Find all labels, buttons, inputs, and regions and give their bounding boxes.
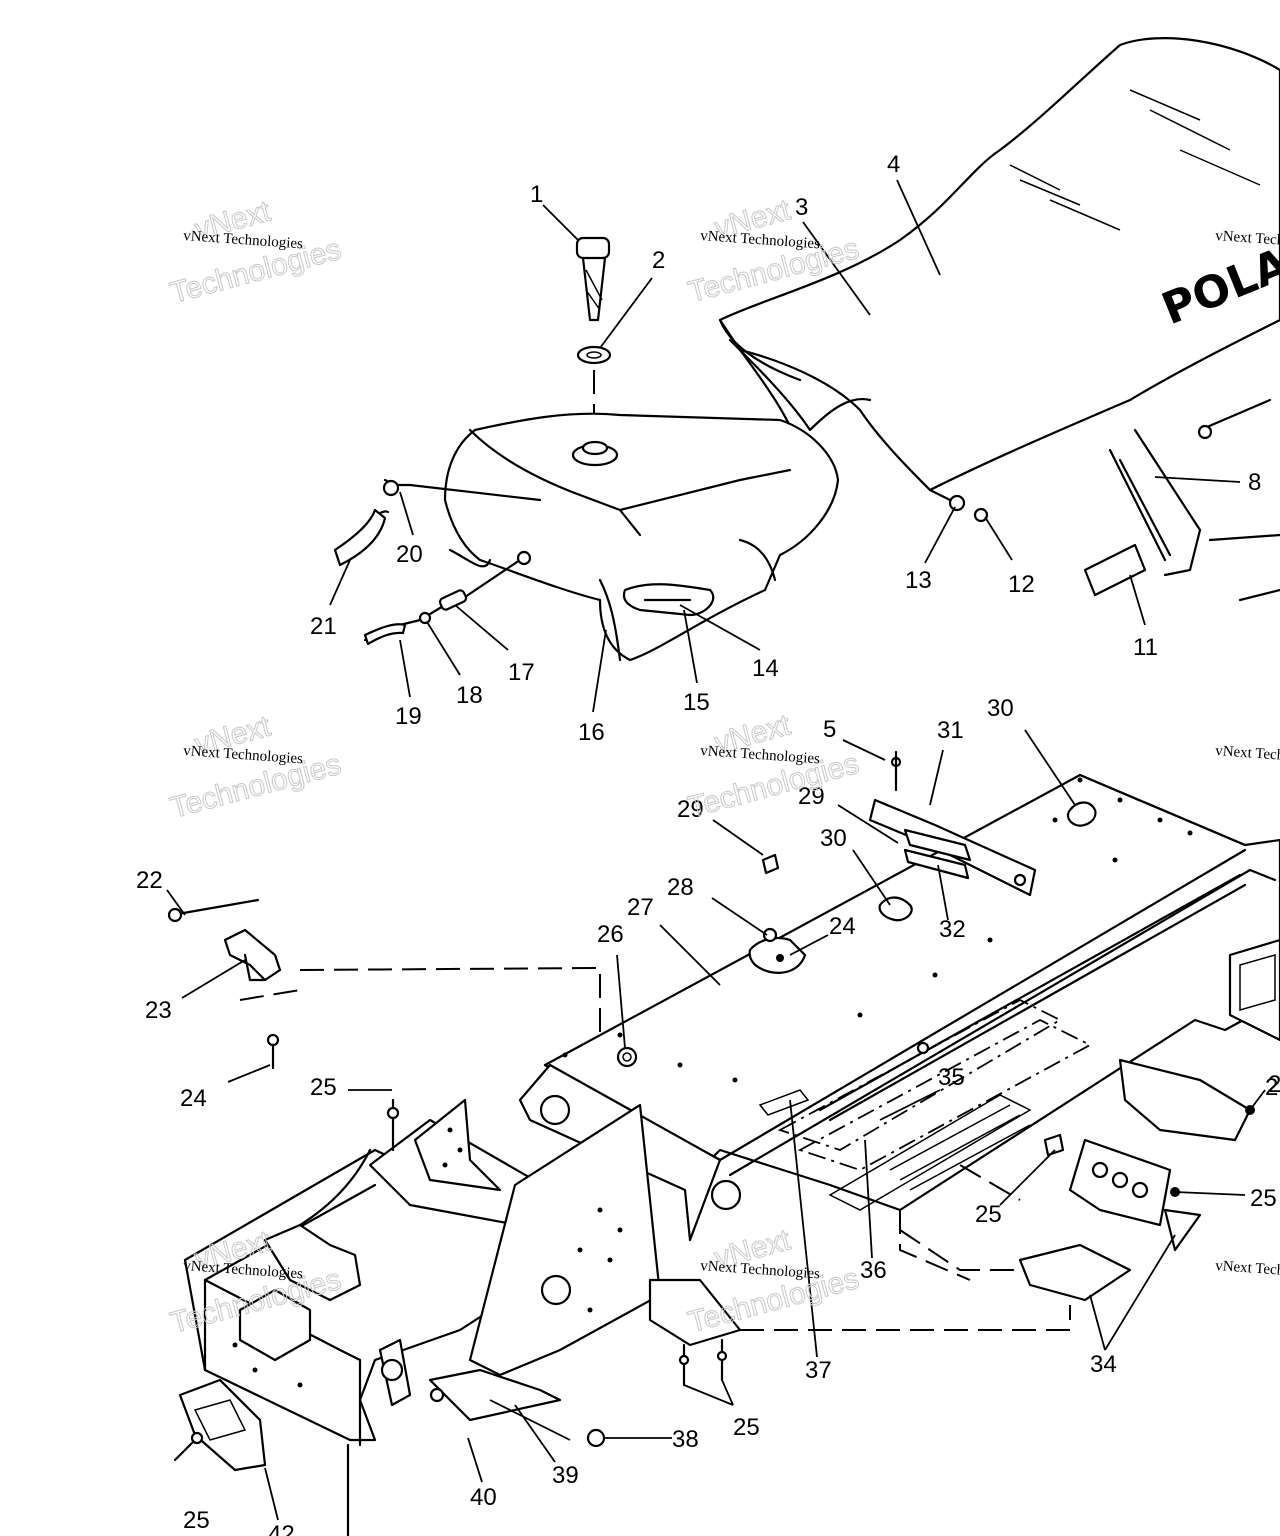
callout-15: 15	[683, 689, 710, 716]
callout-25c: 25	[1250, 1185, 1277, 1212]
watermark-caption: vNext Technologies	[1215, 743, 1280, 767]
callout-12: 12	[1008, 571, 1035, 598]
callout-30b: 30	[820, 825, 847, 852]
callout-21: 21	[310, 613, 337, 640]
callout-29b: 29	[798, 783, 825, 810]
fuel-cap	[575, 236, 612, 440]
callout-23: 23	[145, 997, 172, 1024]
callout-32: 32	[939, 916, 966, 943]
watermark-caption: vNext Technologies	[700, 1258, 821, 1282]
callout-26: 26	[597, 921, 624, 948]
cooler-plates	[758, 998, 1092, 1281]
callout-16: 16	[578, 719, 605, 746]
callout-11: 11	[1133, 634, 1158, 661]
watermark-caption: vNext Technologies	[700, 743, 821, 767]
callout-2: 2	[652, 247, 665, 274]
callout-35: 35	[938, 1064, 965, 1091]
front-bulkhead	[183, 1098, 742, 1447]
brackets	[386, 750, 1255, 1448]
callout-25d: 25	[733, 1414, 760, 1441]
callout-30: 30	[987, 695, 1014, 722]
callout-17: 17	[508, 659, 535, 686]
callout-20: 20	[396, 541, 423, 568]
callout-40: 40	[470, 1484, 497, 1511]
callout-34: 34	[1090, 1351, 1117, 1378]
watermark-caption: vNext Technologies	[1215, 1258, 1280, 1282]
callout-2b: 2	[1265, 1074, 1278, 1101]
fuel-lines	[333, 478, 542, 646]
callout-31: 31	[937, 717, 964, 744]
seat-hardware	[928, 398, 1280, 602]
callout-25e: 25	[183, 1507, 210, 1534]
seat: POLA	[718, 37, 1280, 492]
callout-27: 27	[627, 894, 654, 921]
callout-18: 18	[456, 682, 483, 709]
callout-8: 8	[1248, 469, 1261, 496]
callout-1: 1	[530, 181, 543, 208]
watermark-caption: vNext Technologies	[183, 228, 304, 252]
watermark-caption: vNext Technologies	[700, 228, 821, 252]
callout-24: 24	[180, 1085, 207, 1112]
leader-lines	[166, 179, 1266, 1521]
tunnel-mount	[167, 898, 601, 1070]
callout-3: 3	[795, 194, 808, 221]
callout-4: 4	[887, 151, 900, 178]
callout-24c: 24	[1268, 1071, 1280, 1098]
callout-36: 36	[860, 1257, 887, 1284]
callout-14: 14	[752, 655, 779, 682]
callout-38: 38	[672, 1426, 699, 1453]
end-cap	[173, 1378, 350, 1536]
callout-29: 29	[677, 796, 704, 823]
callout-25: 25	[310, 1074, 337, 1101]
callout-19: 19	[395, 703, 422, 730]
callout-39: 39	[552, 1462, 579, 1489]
callout-22: 22	[136, 867, 163, 894]
callout-5: 5	[823, 716, 836, 743]
watermark-caption: vNext Technologies	[183, 743, 304, 767]
callout-25b: 25	[975, 1201, 1002, 1228]
callout-24b: 24	[829, 913, 856, 940]
callout-42: 42	[268, 1521, 295, 1536]
callout-13: 13	[905, 567, 932, 594]
fuel-tank	[443, 412, 840, 662]
callout-37: 37	[805, 1357, 832, 1384]
callout-28: 28	[667, 874, 694, 901]
